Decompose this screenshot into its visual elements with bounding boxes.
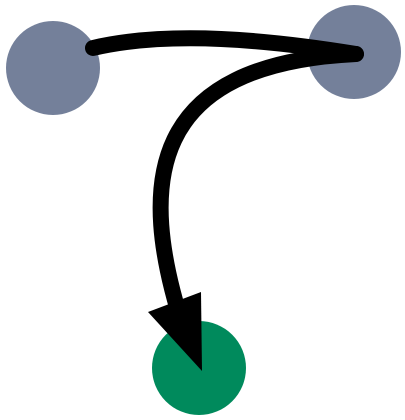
target-node [152,321,246,415]
edge-right-to-target [152,46,364,338]
left-node [6,21,100,115]
arrowhead-icon [148,292,202,371]
